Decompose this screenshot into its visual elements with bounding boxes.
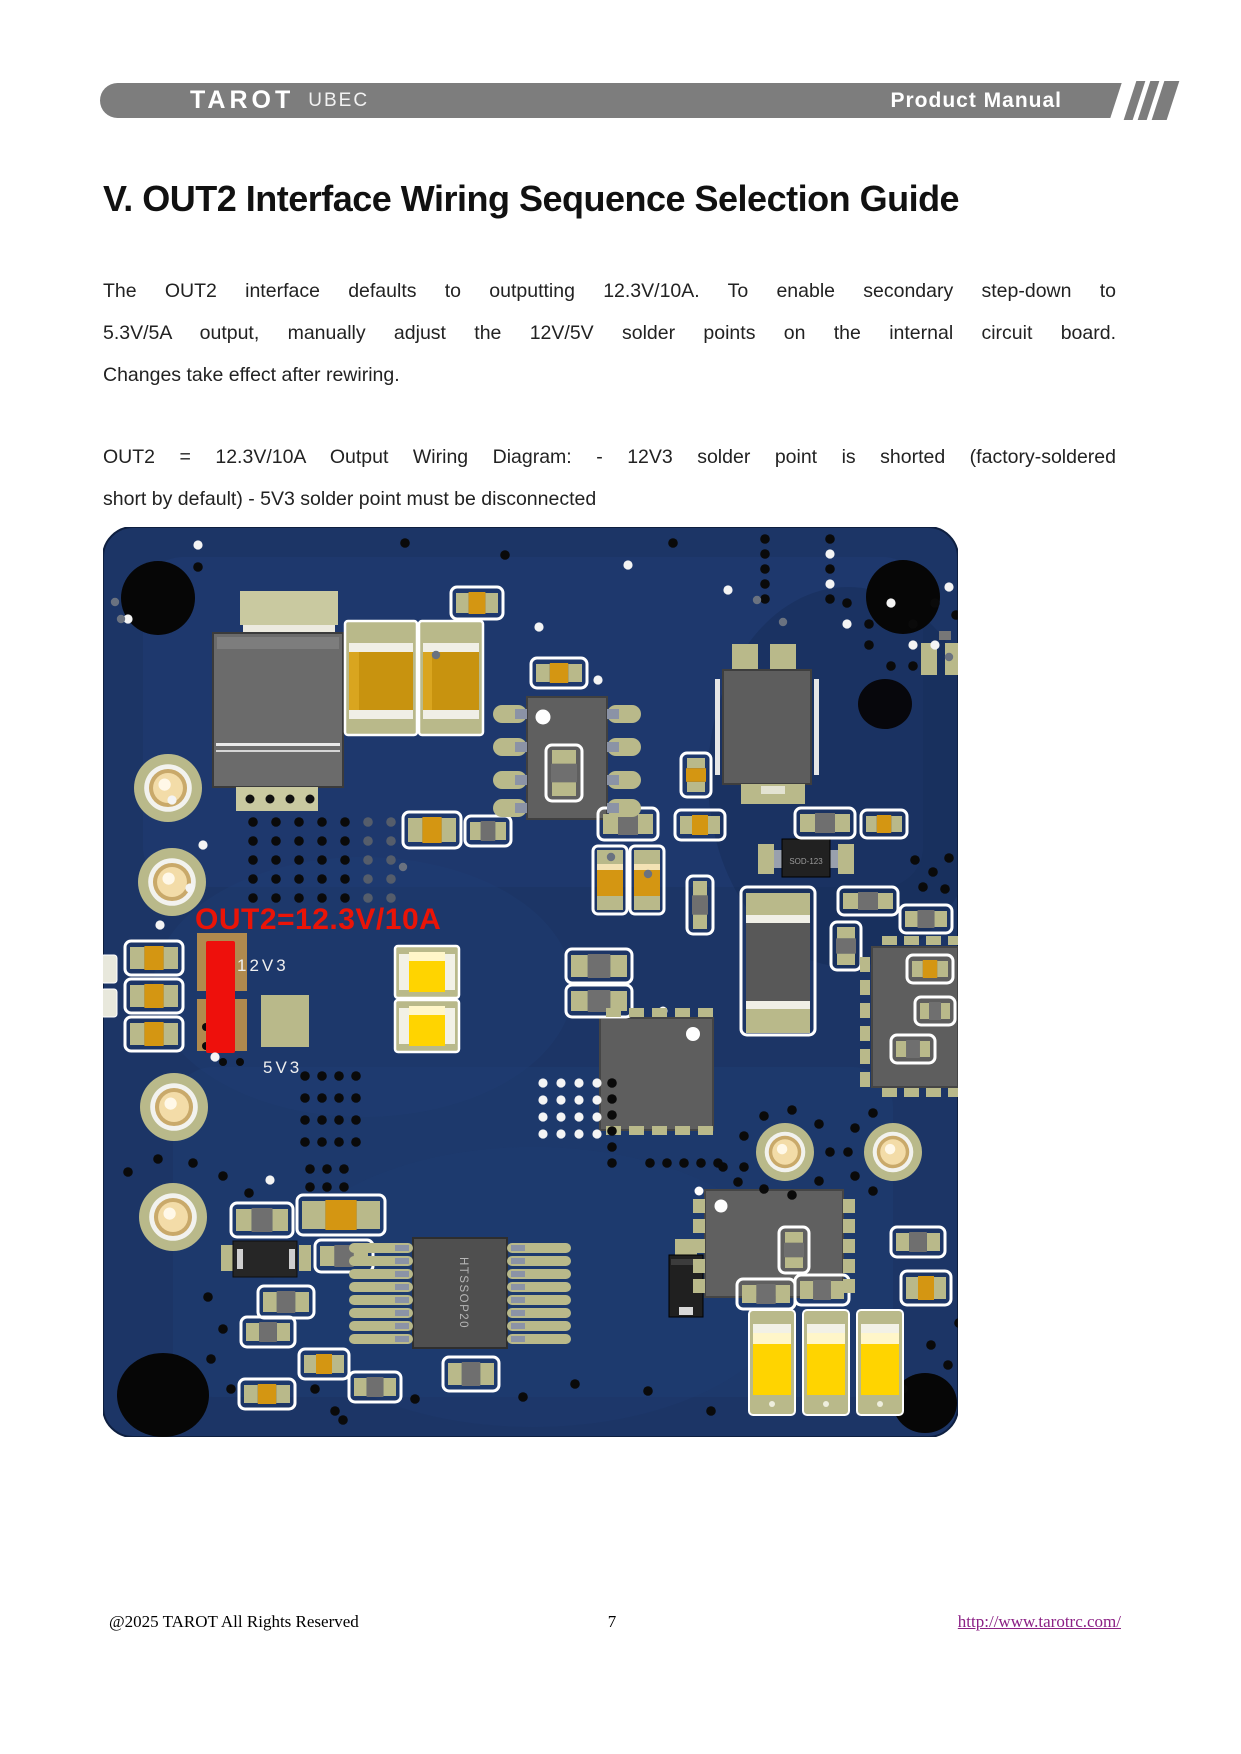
- brand-product: UBEC: [308, 89, 370, 111]
- paragraph-line: short by default) - 5V3 solder point mus…: [103, 488, 597, 510]
- pad-5v3: [261, 995, 309, 1047]
- label-5v3: 5V3: [263, 1058, 302, 1077]
- wiring-paragraph: OUT2 = 12.3V/10A Output Wiring Diagram: …: [103, 436, 1116, 520]
- page-title: V. OUT2 Interface Wiring Sequence Select…: [103, 178, 960, 219]
- copper-pour: [153, 857, 573, 1117]
- header-right-label: Product Manual: [890, 88, 1062, 112]
- copyright-text: @2025 TAROT All Rights Reserved: [109, 1612, 359, 1631]
- pcb-photo: SOD-123 HTSSOP20: [100, 526, 988, 1438]
- qfn-chip: [599, 1006, 714, 1131]
- htssop20-label: HTSSOP20: [457, 1257, 469, 1329]
- gold-capacitor: [343, 619, 419, 737]
- paragraph-line: The OUT2 interface defaults to outputtin…: [103, 280, 1116, 302]
- transformer: [212, 591, 344, 811]
- mounting-hole: [893, 1373, 957, 1433]
- brand-logo: TAROT: [190, 86, 295, 114]
- mounting-hole: [866, 560, 940, 634]
- website-link[interactable]: http://www.tarotrc.com/: [957, 1612, 1121, 1631]
- inductor: [739, 885, 817, 1037]
- pcb-board: SOD-123 HTSSOP20: [100, 526, 988, 1438]
- pcb-components-layer: [110, 534, 964, 1425]
- label-12v3: 12V3: [237, 956, 289, 975]
- paragraph-line: 5.3V/5A output, manually adjust the 12V/…: [103, 322, 1116, 344]
- page-number: 7: [607, 1612, 617, 1631]
- mounting-hole: [858, 679, 912, 729]
- paragraph-line: OUT2 = 12.3V/10A Output Wiring Diagram: …: [103, 446, 1116, 468]
- sod123-diode: SOD-123: [758, 838, 854, 878]
- intro-paragraph: The OUT2 interface defaults to outputtin…: [103, 270, 1116, 396]
- diode: [221, 1240, 311, 1278]
- page-footer: @2025 TAROT All Rights Reserved 7 http:/…: [103, 1612, 1121, 1640]
- sod123-label: SOD-123: [789, 857, 823, 866]
- header-banner: TAROT UBEC Product Manual: [100, 83, 1130, 118]
- gold-capacitor: [417, 619, 485, 737]
- out2-annotation: OUT2=12.3V/10A: [195, 903, 441, 936]
- yellow-capacitor-bank: [748, 1309, 904, 1416]
- sot223-chip: [715, 644, 819, 804]
- solder-jumper-zone: [100, 933, 309, 1066]
- jumper-12v3-highlight: [206, 941, 235, 1053]
- paragraph-line: Changes take effect after rewiring.: [103, 364, 400, 386]
- htssop20-chip: HTSSOP20: [412, 1237, 508, 1349]
- mounting-hole: [121, 561, 195, 635]
- mounting-hole: [117, 1353, 209, 1437]
